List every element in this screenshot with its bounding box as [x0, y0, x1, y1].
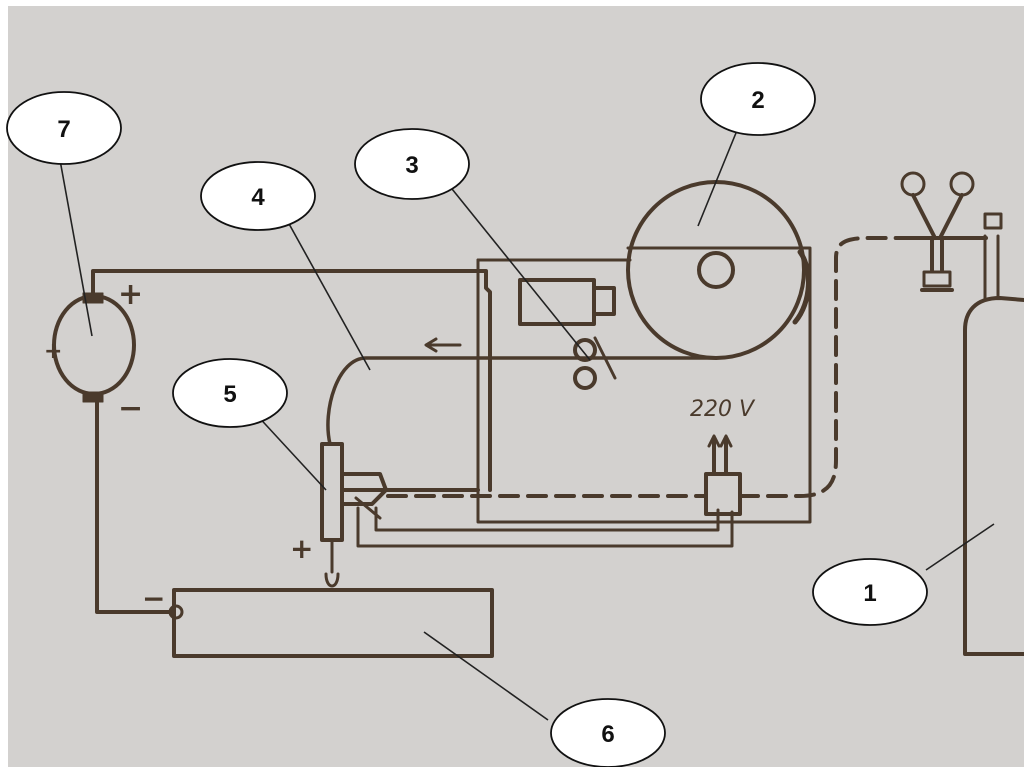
spool-hub	[697, 251, 735, 289]
callout-7-number: 7	[57, 116, 70, 143]
callout-4	[200, 161, 316, 231]
workpiece-minus-sign: −	[142, 582, 165, 615]
positive-cable	[91, 269, 492, 492]
leader-line-1	[925, 523, 995, 571]
workpiece-clamp	[168, 604, 184, 620]
gas-hose	[738, 236, 908, 498]
generator-plus-sign: +	[118, 277, 143, 312]
voltage-label: 220 V	[690, 397, 756, 422]
callout-4-number: 4	[251, 184, 265, 211]
leader-line-2	[697, 127, 739, 227]
leader-line-4	[287, 221, 371, 371]
callout-3	[354, 128, 470, 200]
power-plug	[712, 438, 728, 476]
callout-5-number: 5	[223, 381, 236, 408]
leader-line-5	[253, 411, 327, 491]
workpiece	[172, 588, 494, 658]
generator-minus-sign: −	[118, 391, 143, 426]
wire-feeder-housing	[476, 246, 812, 524]
callout-7	[6, 91, 122, 165]
generator-minus-terminal	[82, 391, 104, 403]
torch-plus-sign: +	[290, 532, 313, 565]
callout-1	[812, 558, 928, 626]
callout-1-number: 1	[863, 580, 876, 607]
negative-cable	[95, 400, 176, 614]
diagram-panel	[8, 6, 1024, 767]
leader-line-6	[423, 631, 549, 721]
callout-2	[700, 62, 816, 136]
leader-line-3	[447, 183, 591, 361]
callout-5	[172, 358, 288, 428]
callout-6-number: 6	[601, 721, 614, 748]
generator-side-sign: +	[44, 339, 62, 364]
pressure-regulator	[900, 171, 988, 292]
callout-3-number: 3	[405, 152, 418, 179]
torch-nozzle	[324, 572, 340, 588]
callout-2-number: 2	[751, 87, 764, 114]
gas-cylinder	[963, 212, 1024, 656]
leader-line-7	[59, 159, 93, 337]
